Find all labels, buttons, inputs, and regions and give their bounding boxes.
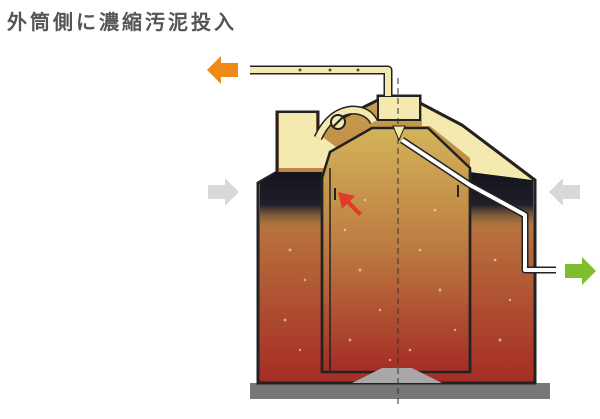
outlet-arrow-icon <box>207 56 238 84</box>
funnel <box>392 125 406 142</box>
gas-dome-right <box>422 106 532 180</box>
gas-outlet-pipe <box>250 65 393 96</box>
inner-cylinder <box>320 126 472 374</box>
internal-flow-arrow-icon <box>338 192 362 216</box>
effluent-arrow-icon <box>565 257 596 285</box>
page-title: 外筒側に濃縮汚泥投入 <box>7 10 237 34</box>
base-plate <box>250 383 550 399</box>
inlet-arrow-icon-right <box>549 178 580 206</box>
gas-dome-left <box>279 113 340 168</box>
bottom-cone <box>352 368 442 383</box>
bubbles <box>283 198 512 362</box>
scum-band-left <box>260 172 322 232</box>
valve-icon <box>330 114 346 130</box>
inlet-arrow-icon <box>208 178 239 206</box>
top-port <box>377 95 421 121</box>
